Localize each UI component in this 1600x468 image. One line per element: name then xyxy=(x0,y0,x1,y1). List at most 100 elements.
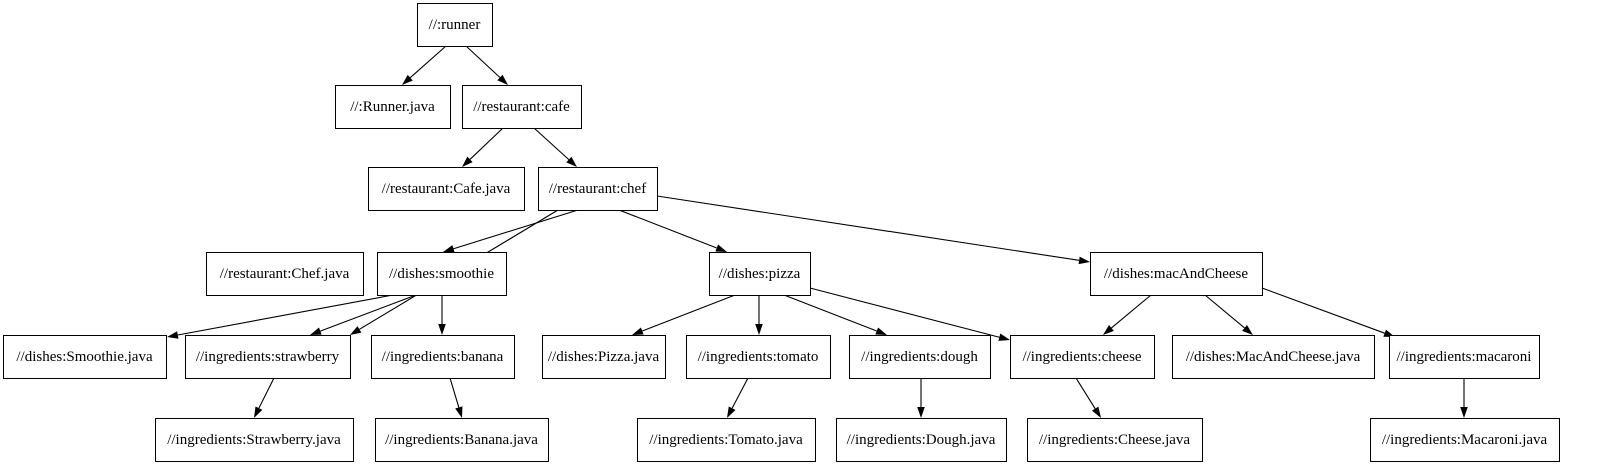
node-ing_cheese[interactable]: //ingredients:cheese xyxy=(1010,335,1155,379)
edge-ing_banana-to-banana_java xyxy=(449,377,463,418)
edge-arrowhead-icon xyxy=(917,407,925,418)
node-label: //ingredients:Tomato.java xyxy=(649,432,803,448)
node-dough_java[interactable]: //ingredients:Dough.java xyxy=(836,418,1007,462)
edge-restaurant_chef-to-dishes_macandchs xyxy=(656,195,1090,265)
node-cheese_java[interactable]: //ingredients:Cheese.java xyxy=(1027,418,1203,462)
node-ing_banana[interactable]: //ingredients:banana xyxy=(371,335,515,379)
edge-line xyxy=(320,294,417,332)
node-label: //:runner xyxy=(429,17,481,33)
node-box[interactable] xyxy=(206,252,364,296)
node-runner_java[interactable]: //:Runner.java xyxy=(335,85,451,129)
node-box[interactable] xyxy=(155,418,354,462)
edge-arrowhead-icon xyxy=(875,327,887,335)
edge-arrowhead-icon xyxy=(715,244,727,252)
edge-dishes_smoothie-to-smoothie_java xyxy=(167,294,394,339)
node-dishes_pizza[interactable]: //dishes:pizza xyxy=(709,252,811,296)
node-box[interactable] xyxy=(371,335,515,379)
node-box[interactable] xyxy=(462,85,582,129)
edge-line xyxy=(177,294,394,336)
node-label: //dishes:pizza xyxy=(719,266,801,282)
node-box[interactable] xyxy=(709,252,811,296)
node-box[interactable] xyxy=(1010,335,1155,379)
edge-arrowhead-icon xyxy=(566,156,577,167)
edge-dishes_pizza-to-ing_dough xyxy=(783,294,887,335)
edge-line xyxy=(533,127,570,161)
edge-line xyxy=(449,377,460,408)
edge-ing_strawberry-to-strawberry_java xyxy=(254,377,275,418)
edge-ing_cheese-to-cheese_java xyxy=(1075,377,1101,418)
node-box[interactable] xyxy=(1090,252,1263,296)
edge-arrowhead-icon xyxy=(310,327,322,335)
edge-line xyxy=(1111,294,1152,329)
edge-ing_dough-to-dough_java xyxy=(917,378,925,418)
edge-line xyxy=(1261,287,1385,334)
node-box[interactable] xyxy=(637,418,816,462)
edge-line xyxy=(731,377,749,409)
edge-dishes_macandchs-to-ing_macaroni xyxy=(1261,287,1395,337)
node-dishes_smoothie[interactable]: //dishes:smoothie xyxy=(377,252,507,296)
node-box[interactable] xyxy=(185,335,351,379)
node-box[interactable] xyxy=(417,3,493,47)
node-box[interactable] xyxy=(1370,418,1560,462)
edge-dishes_pizza-to-ing_tomato xyxy=(755,295,763,335)
edge-restaurant_cafe-to-cafe_java xyxy=(462,127,504,167)
node-box[interactable] xyxy=(368,167,525,211)
node-macandchs_java[interactable]: //dishes:MacAndCheese.java xyxy=(1172,335,1375,379)
edge-arrowhead-icon xyxy=(727,406,736,418)
edge-ing_macaroni-to-macaroni_java xyxy=(1460,378,1468,418)
edge-dishes_smoothie-to-ing_banana xyxy=(438,295,446,335)
edge-runner-to-restaurant_cafe xyxy=(465,45,508,85)
edge-arrowhead-icon xyxy=(462,156,473,167)
node-box[interactable] xyxy=(849,335,991,379)
node-label: //:Runner.java xyxy=(350,99,435,115)
node-box[interactable] xyxy=(375,418,549,462)
node-pizza_java[interactable]: //dishes:Pizza.java xyxy=(542,335,666,379)
node-box[interactable] xyxy=(542,335,666,379)
node-box[interactable] xyxy=(1389,335,1540,379)
node-runner[interactable]: //:runner xyxy=(417,3,493,47)
node-box[interactable] xyxy=(1027,418,1203,462)
edge-line xyxy=(409,45,447,79)
node-restaurant_chef[interactable]: //restaurant:chef xyxy=(538,167,658,211)
node-box[interactable] xyxy=(1172,335,1375,379)
node-ing_tomato[interactable]: //ingredients:tomato xyxy=(686,335,831,379)
edge-dishes_macandchs-to-macandchs_java xyxy=(1204,294,1253,335)
edge-dishes_pizza-to-pizza_java xyxy=(632,294,736,335)
node-ing_dough[interactable]: //ingredients:dough xyxy=(849,335,991,379)
node-ing_macaroni[interactable]: //ingredients:macaroni xyxy=(1389,335,1540,379)
node-box[interactable] xyxy=(836,418,1007,462)
node-label: //dishes:Smoothie.java xyxy=(16,349,153,365)
node-box[interactable] xyxy=(686,335,831,379)
edge-dishes_macandchs-to-ing_cheese xyxy=(1103,294,1152,335)
node-label: //ingredients:tomato xyxy=(698,349,819,365)
node-box[interactable] xyxy=(335,85,451,129)
edge-arrowhead-icon xyxy=(167,331,179,339)
edge-arrowhead-icon xyxy=(1242,325,1253,335)
edge-arrowhead-icon xyxy=(1460,407,1468,418)
node-label: //restaurant:Chef.java xyxy=(220,266,350,282)
edge-restaurant_chef-to-dishes_smoothie xyxy=(443,209,579,253)
node-tomato_java[interactable]: //ingredients:Tomato.java xyxy=(637,418,816,462)
node-chef_java[interactable]: //restaurant:Chef.java xyxy=(206,252,364,296)
node-box[interactable] xyxy=(377,252,507,296)
node-label: //ingredients:dough xyxy=(861,349,978,365)
node-macaroni_java[interactable]: //ingredients:Macaroni.java xyxy=(1370,418,1560,462)
edge-line xyxy=(1204,294,1245,329)
node-ing_strawberry[interactable]: //ingredients:strawberry xyxy=(185,335,351,379)
node-dishes_macandchs[interactable]: //dishes:macAndCheese xyxy=(1090,252,1263,296)
node-box[interactable] xyxy=(3,335,167,379)
edge-dishes_smoothie-to-ing_strawberry xyxy=(310,294,417,335)
node-restaurant_cafe[interactable]: //restaurant:cafe xyxy=(462,85,582,129)
node-strawberry_java[interactable]: //ingredients:Strawberry.java xyxy=(155,418,354,462)
node-cafe_java[interactable]: //restaurant:Cafe.java xyxy=(368,167,525,211)
edge-restaurant_chef-to-dishes_pizza xyxy=(618,209,727,252)
edge-ing_tomato-to-tomato_java xyxy=(727,377,749,418)
edge-line xyxy=(656,195,1080,261)
edge-runner-to-runner_java xyxy=(402,45,447,85)
node-box[interactable] xyxy=(538,167,658,211)
node-label: //ingredients:Dough.java xyxy=(847,432,996,448)
edge-arrowhead-icon xyxy=(443,245,455,253)
node-banana_java[interactable]: //ingredients:Banana.java xyxy=(375,418,549,462)
node-smoothie_java[interactable]: //dishes:Smoothie.java xyxy=(3,335,167,379)
edge-line xyxy=(453,209,579,250)
